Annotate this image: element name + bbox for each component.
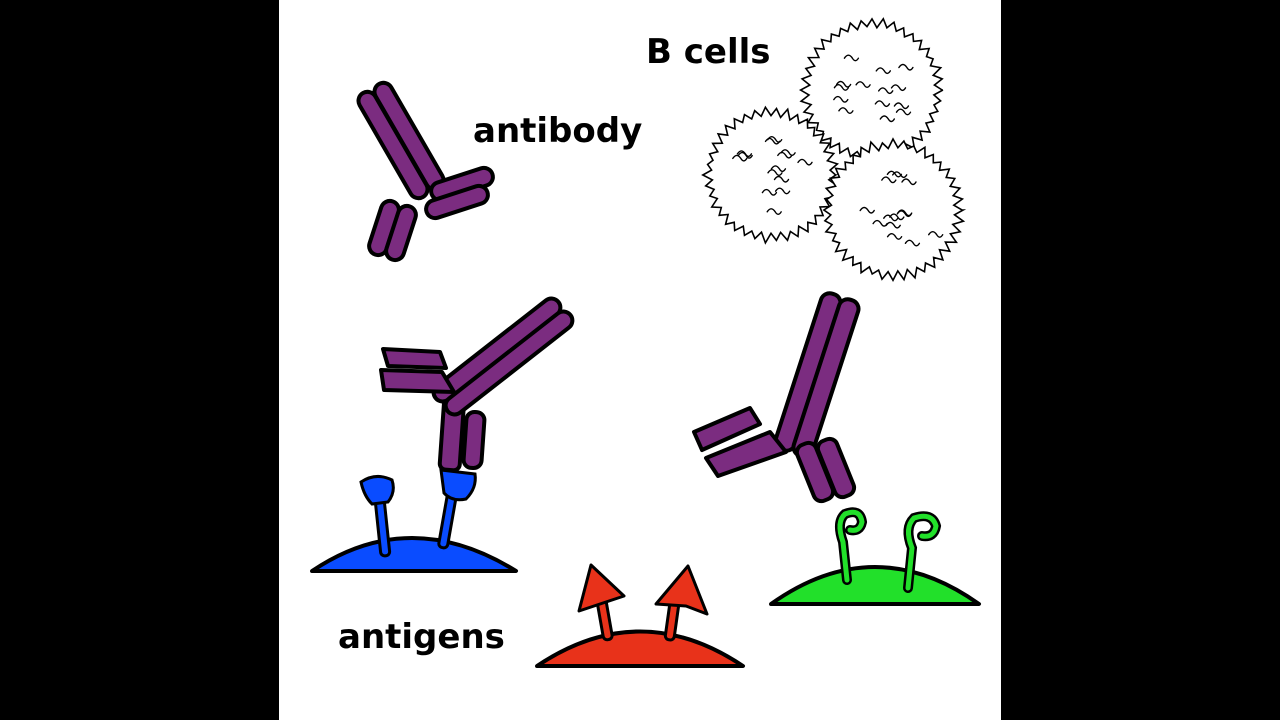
b-cell-texture-mark — [901, 178, 917, 186]
b-cell-texture-mark — [881, 176, 897, 184]
free-antibody-icon — [356, 80, 495, 263]
bound-antibody-green-icon — [692, 291, 861, 504]
b-cell-texture-mark — [767, 136, 783, 143]
b-cell-texture-mark — [872, 219, 888, 227]
b-cell-texture-mark — [780, 149, 796, 156]
b-cell-texture-mark — [885, 221, 901, 229]
blue-cell — [310, 468, 518, 573]
antigen-red-icon — [577, 563, 626, 642]
b-cell-texture-mark — [833, 84, 850, 91]
b-cell-texture-mark — [773, 175, 790, 183]
b-cell-texture-mark — [898, 63, 914, 71]
b-cell-texture-mark — [890, 84, 907, 92]
antigen-blue-icon — [359, 475, 395, 558]
b-cell-texture-mark — [835, 80, 852, 88]
b-cell-texture-mark — [874, 100, 891, 108]
b-cell-texture-mark — [893, 102, 910, 110]
b-cell-texture-mark — [889, 213, 905, 221]
b-cell-texture-mark — [886, 233, 903, 240]
b-cell-group — [701, 17, 967, 282]
b-cell-texture-mark — [838, 107, 854, 114]
b-cell-texture-mark — [895, 108, 912, 116]
b-cell-texture-mark — [833, 95, 849, 103]
b-cell-texture-mark — [875, 67, 891, 75]
b-cell-texture-mark — [928, 231, 944, 238]
antigens-label: antigens — [338, 617, 505, 657]
b-cell-texture-mark — [859, 206, 875, 214]
b-cell-texture-mark — [774, 187, 791, 195]
b-cell-texture-mark — [797, 158, 813, 166]
b-cell-texture-mark — [777, 151, 793, 159]
b-cell-texture-mark — [767, 169, 783, 176]
red-cell — [535, 563, 745, 668]
b-cell-texture-mark — [886, 170, 903, 178]
b-cell-texture-mark — [878, 87, 894, 95]
b-cell-texture-mark — [883, 214, 899, 222]
diagram: B cells antibody antigens — [310, 17, 981, 668]
b-cell-icon — [701, 105, 840, 245]
antigen-blue-icon — [437, 468, 477, 550]
slide: B cells antibody antigens — [279, 0, 1001, 720]
b-cell-texture-mark — [737, 151, 753, 159]
b-cell-icon — [822, 137, 967, 282]
b-cell-texture-mark — [770, 165, 787, 173]
antigen-green-icon — [905, 513, 939, 591]
green-cell — [769, 507, 981, 606]
b-cell-texture-mark — [761, 188, 778, 196]
b-cell-texture-mark — [732, 154, 748, 162]
b-cell-texture-mark — [855, 81, 871, 88]
b-cell-texture-mark — [892, 171, 908, 179]
b-cell-texture-mark — [766, 208, 782, 215]
antigen-red-icon — [654, 564, 709, 642]
b-cell-texture-mark — [896, 210, 912, 218]
antigen-green-icon — [837, 509, 865, 583]
b-cell-texture-mark — [843, 54, 860, 62]
b-cell-texture-mark — [879, 115, 895, 123]
b-cell-texture-mark — [904, 239, 921, 247]
b-cells-label: B cells — [646, 32, 771, 72]
bound-antibody-blue-icon — [379, 296, 575, 473]
antibody-label: antibody — [473, 111, 642, 151]
